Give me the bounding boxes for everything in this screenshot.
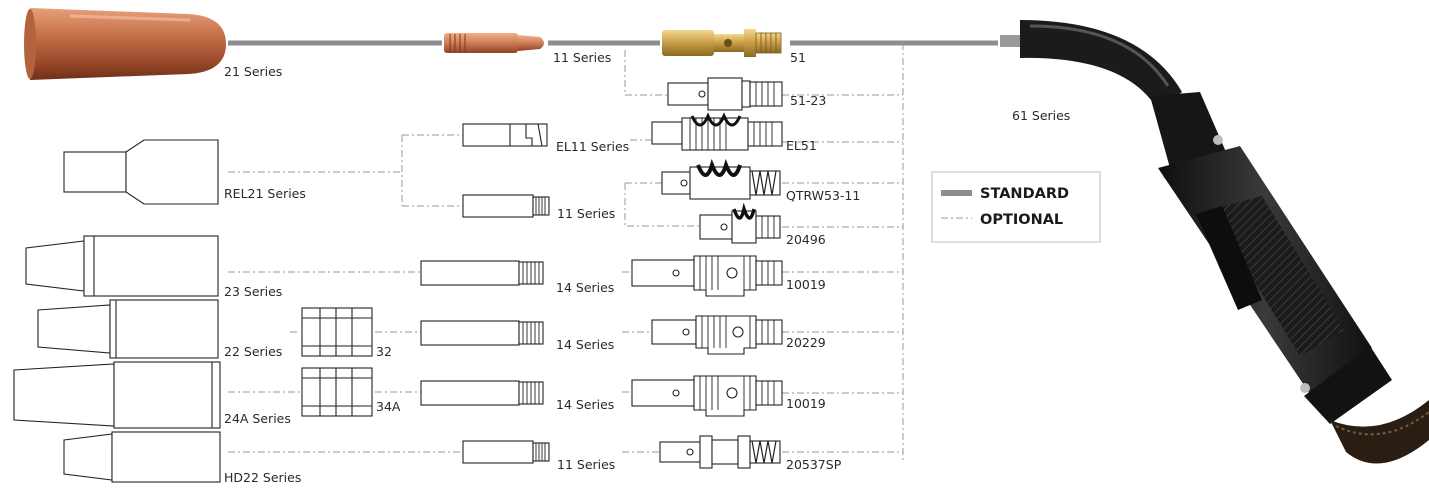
label-51: 51	[790, 50, 806, 65]
insulator-32-drawing	[301, 307, 373, 357]
contact-tip-11-mid-drawing	[462, 194, 550, 218]
label-51-23: 51-23	[790, 93, 826, 108]
label-20537sp: 20537SP	[786, 457, 842, 472]
diffuser-10019-a-drawing	[631, 255, 783, 297]
label-10019-a: 10019	[786, 277, 826, 292]
contact-tip-11-bot-drawing	[462, 440, 550, 464]
legend-standard-label: STANDARD	[980, 186, 1069, 202]
label-24a-series: 24A Series	[224, 411, 291, 426]
label-11-series-top: 11 Series	[553, 50, 611, 65]
contact-tip-11-photo	[444, 33, 544, 53]
nozzle-hd22-drawing	[63, 431, 221, 483]
label-el11-series: EL11 Series	[556, 139, 629, 154]
contact-tip-14-b-drawing	[420, 320, 544, 346]
diffuser-20229-drawing	[651, 315, 783, 355]
contact-tip-14-a-drawing	[420, 260, 544, 286]
label-23-series: 23 Series	[224, 284, 282, 299]
diffuser-51-23-drawing	[667, 77, 783, 111]
welding-gun-61-photo	[1000, 20, 1429, 464]
label-11-series-mid: 11 Series	[557, 206, 615, 221]
label-34a: 34A	[376, 399, 401, 414]
label-14-series-a: 14 Series	[556, 280, 614, 295]
diffuser-el51-drawing	[651, 112, 783, 151]
legend-optional-label: OPTIONAL	[980, 212, 1063, 228]
optional-connectors	[228, 43, 904, 462]
diffuser-20496-drawing	[699, 202, 781, 244]
insulator-34a-drawing	[301, 367, 373, 417]
nozzle-23-drawing	[25, 235, 219, 297]
label-22-series: 22 Series	[224, 344, 282, 359]
diffuser-qtrw53-11-drawing	[661, 158, 781, 200]
label-el51: EL51	[786, 138, 817, 153]
label-10019-b: 10019	[786, 396, 826, 411]
diffuser-51-photo	[662, 29, 782, 57]
nozzle-rel21-drawing	[63, 139, 219, 205]
diffuser-10019-b-drawing	[631, 375, 783, 417]
label-qtrw53-11: QTRW53-11	[786, 188, 860, 203]
contact-tip-14-c-drawing	[420, 380, 544, 406]
contact-tip-el11-drawing	[462, 123, 548, 147]
label-14-series-c: 14 Series	[556, 397, 614, 412]
legend: STANDARD OPTIONAL	[931, 171, 1101, 243]
label-21-series: 21 Series	[224, 64, 282, 79]
diffuser-20537sp-drawing	[659, 435, 781, 469]
label-61-series: 61 Series	[1012, 108, 1070, 123]
nozzle-22-drawing	[37, 299, 219, 359]
label-20496: 20496	[786, 232, 826, 247]
nozzle-21-photo	[24, 8, 226, 80]
label-20229: 20229	[786, 335, 826, 350]
label-hd22-series: HD22 Series	[224, 470, 301, 485]
label-32: 32	[376, 344, 392, 359]
label-11-series-bot: 11 Series	[557, 457, 615, 472]
nozzle-24a-drawing	[13, 361, 221, 429]
label-14-series-b: 14 Series	[556, 337, 614, 352]
label-rel21-series: REL21 Series	[224, 186, 306, 201]
